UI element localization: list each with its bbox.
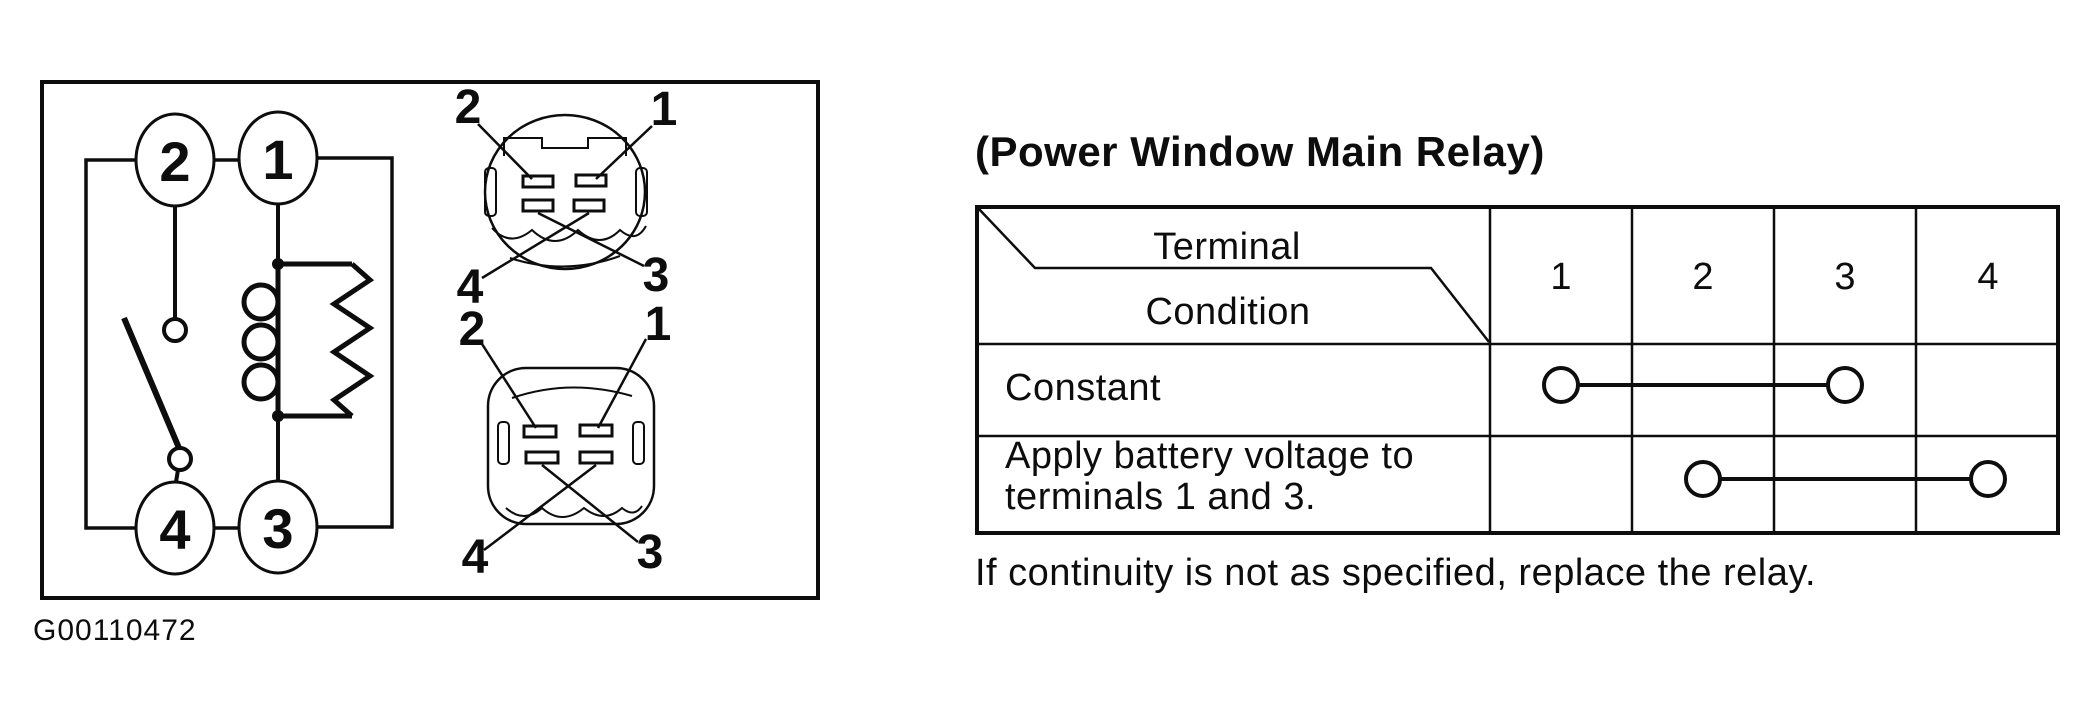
- circuit-terminal-3: 3: [262, 497, 294, 560]
- square-connector-pin-label-3: 3: [636, 526, 664, 579]
- circuit-terminal-1: 1: [262, 128, 294, 191]
- coil-loop: [241, 362, 281, 402]
- resistor-zigzag: [329, 262, 375, 418]
- pin-slot: [521, 198, 555, 213]
- square-connector-pin-label-1: 1: [644, 298, 672, 351]
- coil-resistor-branch: [241, 204, 375, 481]
- continuity-table-svg: [975, 205, 2060, 535]
- table-col-header-2: 2: [1692, 256, 1714, 298]
- page-title: (Power Window Main Relay): [975, 128, 1545, 175]
- circuit-terminal-2: 2: [159, 130, 191, 193]
- footer-note: If continuity is not as specified, repla…: [975, 552, 1817, 594]
- terminal-circle-4: [134, 480, 216, 576]
- switch-symbol: [121, 206, 193, 483]
- pin-slot: [578, 450, 614, 465]
- square-connector-pin-label-4: 4: [461, 531, 489, 584]
- diagram-frame: [40, 80, 820, 600]
- coil-loop: [241, 282, 281, 322]
- table-row-battery-line2: terminals 1 and 3.: [1005, 476, 1317, 518]
- table-col-header-4: 4: [1977, 256, 1999, 298]
- table-row-battery-label: Apply battery voltage to terminals 1 and…: [1005, 436, 1414, 518]
- coil-loop: [241, 322, 281, 362]
- table-corner-terminal: Terminal: [1153, 226, 1301, 268]
- square-connector-view: [480, 338, 656, 551]
- circuit-terminal-4: 4: [159, 498, 191, 561]
- pin-slot: [522, 424, 558, 439]
- round-connector-pin-label-3: 3: [642, 249, 670, 302]
- figure-code: G00110472: [33, 614, 197, 647]
- relay-circuit: [84, 110, 394, 576]
- round-connector-pin-label-4: 4: [456, 261, 484, 314]
- pin-slot: [572, 198, 606, 213]
- table-border: [975, 205, 2060, 535]
- pin-slot: [578, 423, 614, 438]
- relay-diagram-svg: [40, 80, 820, 600]
- table-row-battery-line1: Apply battery voltage to: [1005, 435, 1415, 477]
- round-connector-view: [477, 113, 653, 280]
- round-connector-pin-label-1: 1: [650, 83, 678, 136]
- table-col-header-3: 3: [1834, 256, 1856, 298]
- pin-slot: [521, 174, 555, 189]
- continuity-mark-1-3: [1542, 366, 1864, 404]
- table-col-header-1: 1: [1550, 256, 1572, 298]
- pin-slot: [524, 450, 560, 465]
- table-corner-condition: Condition: [1145, 291, 1311, 333]
- table-row-constant-label: Constant: [1005, 367, 1162, 409]
- corner-cell-diagonal: [977, 207, 1490, 343]
- square-connector-pin-label-2: 2: [458, 303, 486, 356]
- continuity-mark-2-4: [1684, 460, 2007, 498]
- pin-slot: [574, 173, 608, 188]
- round-connector-pin-label-2: 2: [454, 81, 482, 134]
